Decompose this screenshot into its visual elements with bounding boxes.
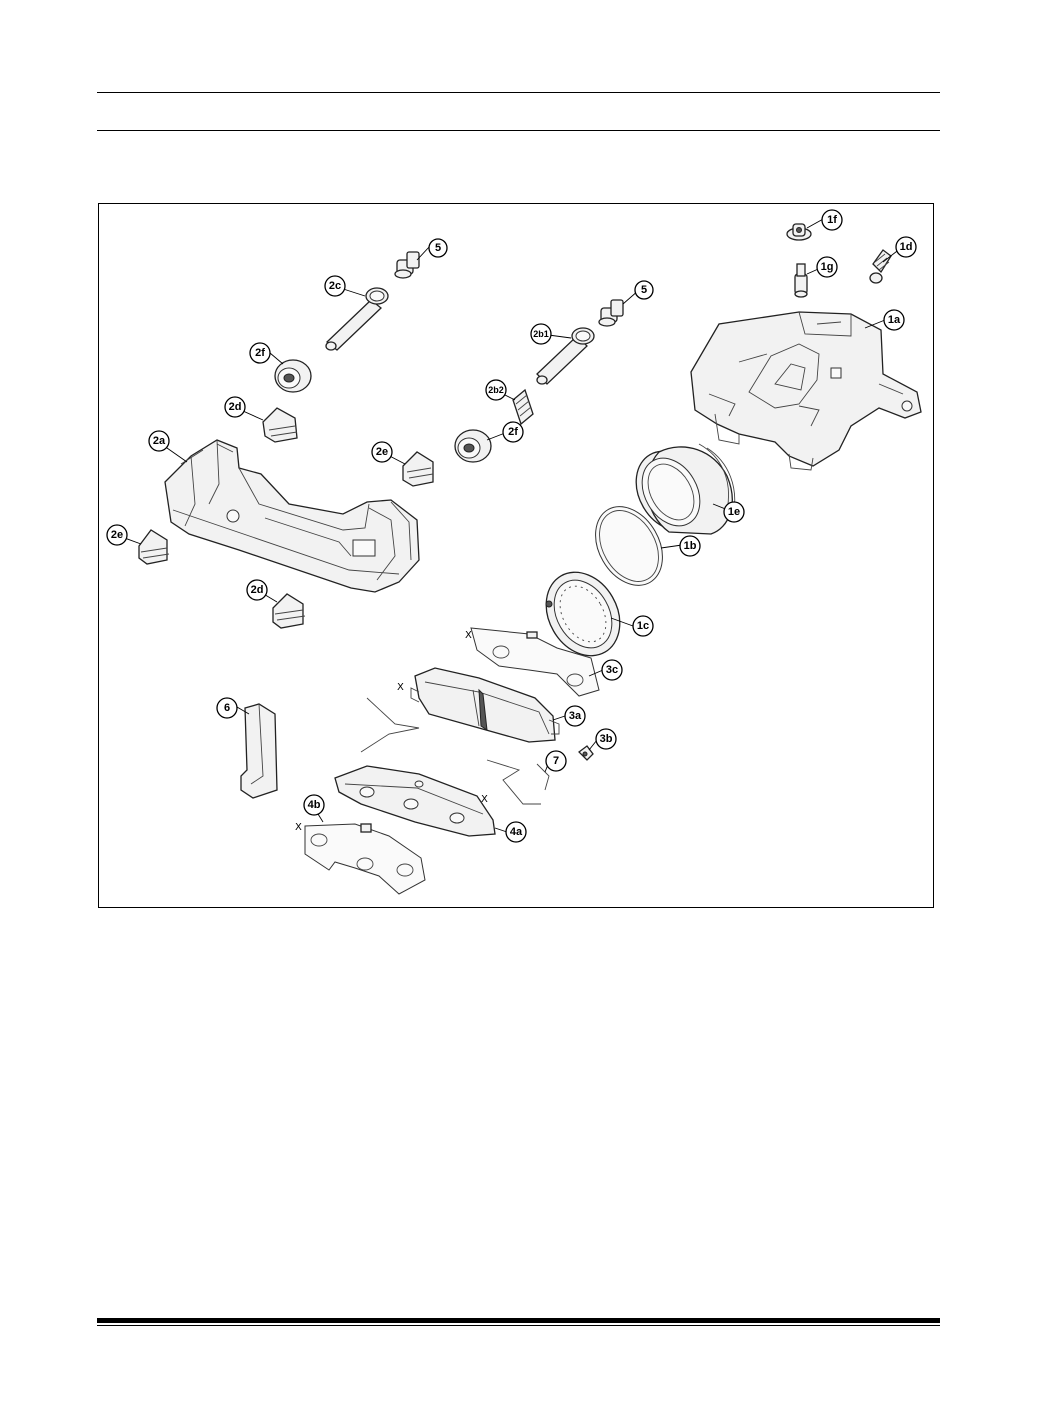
callout-4a: 4a [505,821,527,843]
bleeder-cap-1f [786,223,812,241]
x-mark: X [465,630,472,641]
svg-text:2e: 2e [111,529,123,541]
bolt-5-middle [598,299,624,327]
pin-boot-2f-top [274,359,312,393]
bleeder-screw-1d [869,249,892,284]
svg-text:1g: 1g [821,261,834,273]
x-mark: X [397,682,404,693]
callout-5-middle: 5 [634,280,654,300]
inner-brake-pad-3a [410,667,560,743]
callout-2b1: 2b1 [530,323,552,345]
piston-seal-1b [595,506,663,586]
caliper-bracket-2a [164,439,420,593]
svg-text:2f: 2f [508,426,518,438]
svg-text:1e: 1e [728,506,740,518]
piston-1e [635,443,736,535]
diagram-drawing: X X X X 5 5 2c 2b1 2f 2b2 2f 2d 2a 2e [106,209,922,895]
clip-2e-right [402,451,434,487]
footer-rule-thick [97,1318,940,1323]
grease-packet-6 [240,703,278,799]
svg-text:2d: 2d [229,401,242,413]
svg-text:2b2: 2b2 [488,385,504,395]
callout-3a: 3a [564,705,586,727]
bolt-5-top [394,251,420,279]
callout-2e-left: 2e [106,524,128,546]
callout-1c: 1c [632,615,654,637]
clip-2d-top [262,407,298,443]
guide-pin-2c [325,287,389,351]
pad-shim-3c [470,627,600,697]
svg-text:3a: 3a [569,710,582,722]
footer-rule-thin [97,1325,940,1326]
callout-1b: 1b [679,535,701,557]
callout-1f: 1f [821,209,843,231]
valve-1g [794,263,808,298]
callout-3b: 3b [595,728,617,750]
svg-text:1f: 1f [827,214,837,226]
svg-text:1d: 1d [900,241,913,253]
callout-2d-top: 2d [224,396,246,418]
svg-text:1c: 1c [637,620,649,632]
callout-2d-bottom: 2d [246,579,268,601]
pad-shim-4b [304,823,426,895]
anti-rattle-spring-left [360,697,420,753]
callout-2e-right: 2e [371,441,393,463]
bushing-2b2 [512,388,534,426]
callout-leaders [118,217,902,833]
svg-text:5: 5 [435,242,441,254]
svg-text:3b: 3b [600,733,613,745]
callout-4b: 4b [303,794,325,816]
svg-text:2e: 2e [376,446,388,458]
callout-1g: 1g [816,256,838,278]
svg-text:2c: 2c [329,280,341,292]
clip-2d-bottom [272,593,306,629]
header-rule-bottom [97,130,940,131]
callout-5-top: 5 [428,238,448,258]
callout-6: 6 [216,697,238,719]
svg-text:2d: 2d [251,584,264,596]
pin-boot-2f-middle [454,429,492,463]
x-mark: X [295,822,302,833]
svg-text:2a: 2a [153,435,166,447]
header-rule-top [97,92,940,93]
callout-1e: 1e [723,501,745,523]
svg-text:4b: 4b [308,799,321,811]
svg-text:1b: 1b [684,540,697,552]
svg-text:7: 7 [553,755,559,767]
svg-text:5: 5 [641,284,647,296]
callout-2c: 2c [324,275,346,297]
dust-boot-1c [545,571,621,657]
callout-2b2: 2b2 [485,379,507,401]
callout-3c: 3c [601,659,623,681]
svg-text:1a: 1a [888,314,901,326]
x-mark: X [481,794,488,805]
guide-pin-2b1 [536,327,595,385]
clip-2e-left [138,529,170,565]
anti-rattle-spring-7 [486,759,550,805]
exploded-brake-caliper-diagram: X X X X 5 5 2c 2b1 2f 2b2 2f 2d 2a 2e [98,203,934,908]
callout-2f-top: 2f [249,342,271,364]
callout-1a: 1a [883,309,905,331]
caliper-housing-1a [690,311,922,471]
svg-text:4a: 4a [510,826,523,838]
callout-1d: 1d [895,236,917,258]
callout-2a: 2a [148,430,170,452]
svg-text:3c: 3c [606,664,618,676]
svg-text:2f: 2f [255,347,265,359]
outer-brake-pad-4a [334,765,496,837]
callout-7: 7 [545,750,567,772]
svg-text:6: 6 [224,702,230,714]
svg-text:2b1: 2b1 [533,329,549,339]
callout-2f-middle: 2f [502,421,524,443]
